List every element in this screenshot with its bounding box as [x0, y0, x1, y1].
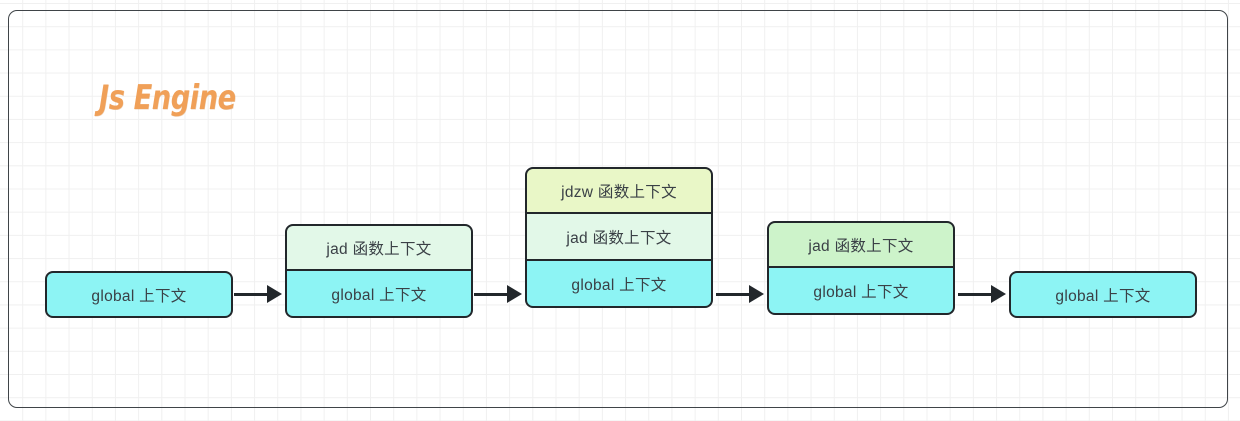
- arrow-2-to-3: [474, 285, 522, 303]
- context-cell-jad[interactable]: jad 函数上下文: [525, 214, 713, 261]
- context-stack-1: global 上下文: [45, 271, 233, 318]
- context-stack-4: jad 函数上下文 global 上下文: [767, 221, 955, 315]
- context-stack-5: global 上下文: [1009, 271, 1197, 318]
- context-stack-2: jad 函数上下文 global 上下文: [285, 224, 473, 318]
- context-cell-jdzw[interactable]: jdzw 函数上下文: [525, 167, 713, 214]
- page-title: Js Engine: [99, 78, 236, 118]
- arrow-3-to-4: [716, 285, 764, 303]
- arrow-shaft: [716, 292, 750, 296]
- context-cell-jad[interactable]: jad 函数上下文: [285, 224, 473, 271]
- arrow-head-icon: [507, 285, 522, 303]
- arrow-head-icon: [749, 285, 764, 303]
- context-cell-global[interactable]: global 上下文: [45, 271, 233, 318]
- context-stack-3: jdzw 函数上下文 jad 函数上下文 global 上下文: [525, 167, 713, 308]
- context-cell-global[interactable]: global 上下文: [525, 261, 713, 308]
- arrow-4-to-5: [958, 285, 1006, 303]
- context-cell-jad[interactable]: jad 函数上下文: [767, 221, 955, 268]
- arrow-shaft: [474, 292, 508, 296]
- arrow-shaft: [958, 292, 992, 296]
- context-cell-global[interactable]: global 上下文: [767, 268, 955, 315]
- context-cell-global[interactable]: global 上下文: [1009, 271, 1197, 318]
- arrow-head-icon: [267, 285, 282, 303]
- context-cell-global[interactable]: global 上下文: [285, 271, 473, 318]
- arrow-head-icon: [991, 285, 1006, 303]
- arrow-1-to-2: [234, 285, 282, 303]
- arrow-shaft: [234, 292, 268, 296]
